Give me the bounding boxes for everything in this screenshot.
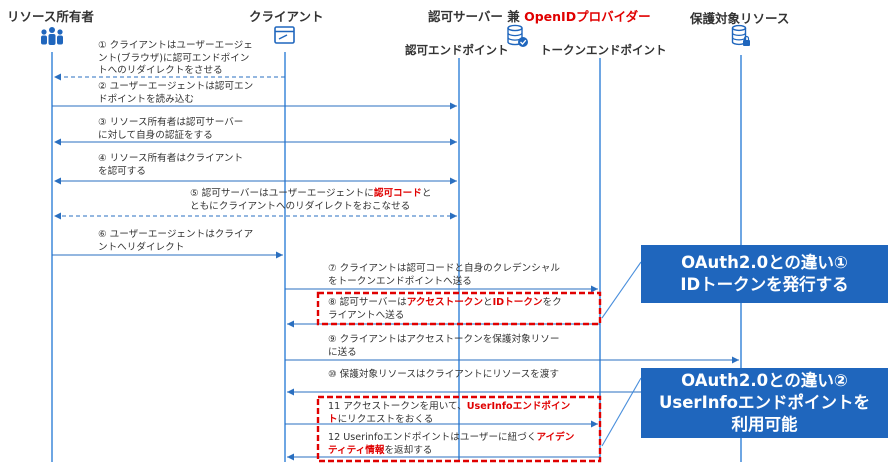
step-7-line: をトークンエンドポイントへ送る bbox=[328, 275, 472, 287]
highlight-step-8 bbox=[316, 291, 602, 326]
step-label-12: 12 Userinfoエンドポイントはユーザーに紐づくアイデン ティティ情報を返… bbox=[328, 432, 574, 457]
callout-difference-2: OAuth2.0との違い② UserInfoエンドポイントを 利用可能 bbox=[641, 368, 888, 438]
step-label-3: ③ リソース所有者は認可サーバー に対して自身の認証をする bbox=[98, 117, 243, 142]
step-12-text: 12 Userinfoエンドポイントはユーザーに紐づく bbox=[328, 432, 537, 443]
step-12-highlight: アイデン bbox=[536, 432, 575, 443]
step-2-line: ドポイントを読み込む bbox=[98, 93, 194, 105]
step-label-1: ① クライアントはユーザーエージェ ント(ブラウザ)に認可エンドポイン トへのリ… bbox=[98, 40, 253, 78]
lane-title-client: クライアント bbox=[249, 9, 324, 24]
callout-2-line: 利用可能 bbox=[731, 415, 798, 434]
step-8-highlight: アクセストークン bbox=[406, 297, 483, 308]
step-8-text: ⑧ 認可サーバーは bbox=[328, 297, 407, 308]
people-icon bbox=[41, 27, 63, 45]
server-title-prefix: 認可サーバー 兼 bbox=[428, 9, 525, 24]
step-9-line: に送る bbox=[328, 346, 357, 358]
lane-title-server: 認可サーバー 兼 OpenIDプロバイダー bbox=[428, 6, 651, 25]
step-5-highlight: 認可コード bbox=[373, 188, 422, 199]
step-label-6: ⑥ ユーザーエージェントはクライア ントへリダイレクト bbox=[98, 229, 253, 254]
step-6-line: ⑥ ユーザーエージェントはクライア bbox=[98, 229, 254, 240]
browser-window-icon bbox=[274, 26, 295, 44]
step-label-8: ⑧ 認可サーバーはアクセストークンとIDトークンをク ライアントへ送る bbox=[328, 297, 562, 322]
step-8-highlight: IDトークン bbox=[492, 297, 543, 308]
step-12-highlight: ティティ情報 bbox=[328, 444, 385, 456]
step-10-line: ⑩ 保護対象リソースはクライアントにリソースを渡す bbox=[328, 369, 559, 380]
step-5-text: ⑤ 認可サーバーはユーザーエージェントに bbox=[190, 188, 374, 199]
callout-2-line: UserInfoエンドポイントを bbox=[659, 393, 870, 412]
highlight-step-11-12 bbox=[316, 395, 602, 463]
step-1-line: ① クライアントはユーザーエージェ bbox=[98, 40, 253, 51]
step-label-5: ⑤ 認可サーバーはユーザーエージェントに認可コードと ともにクライアントへのリダ… bbox=[190, 188, 431, 213]
step-5-text: と bbox=[421, 188, 432, 199]
step-1-line: ント(ブラウザ)に認可エンドポイン bbox=[98, 52, 250, 64]
lane-title-protected: 保護対象リソース bbox=[690, 11, 790, 26]
step-3-line: ③ リソース所有者は認可サーバー bbox=[98, 117, 244, 128]
callout-2-line: OAuth2.0との違い② bbox=[681, 371, 848, 390]
step-label-9: ⑨ クライアントはアクセストークンを保護対象リソー に送る bbox=[328, 334, 559, 359]
step-label-2: ② ユーザーエージェントは認可エン ドポイントを読み込む bbox=[98, 81, 253, 106]
callout-1-line: OAuth2.0との違い① bbox=[681, 253, 848, 272]
step-7-line: ⑦ クライアントは認可コードと自身のクレデンシャル bbox=[328, 263, 560, 274]
step-4-line: を認可する bbox=[98, 165, 146, 177]
callout-connector-1 bbox=[601, 261, 642, 319]
step-3-line: に対して自身の認証をする bbox=[98, 129, 213, 141]
callout-1-line: IDトークンを発行する bbox=[680, 275, 849, 294]
callout-connector-2 bbox=[601, 377, 642, 447]
lane-title-authz-endpoint: 認可エンドポイント bbox=[405, 43, 509, 57]
step-6-line: ントへリダイレクト bbox=[98, 241, 185, 253]
step-11-highlight: UserInfoエンドポイン bbox=[466, 401, 571, 412]
database-lock-icon bbox=[731, 24, 750, 46]
step-11-text: にリクエストをおくる bbox=[337, 413, 434, 425]
step-label-4: ④ リソース所有者はクライアント を認可する bbox=[98, 153, 243, 178]
step-1-line: トへのリダイレクトをさせる bbox=[98, 65, 223, 76]
step-11-highlight: ト bbox=[328, 413, 338, 425]
step-4-line: ④ リソース所有者はクライアント bbox=[98, 153, 244, 164]
server-title-accent: OpenIDプロバイダー bbox=[524, 9, 651, 24]
lane-title-owner: リソース所有者 bbox=[7, 9, 94, 24]
step-5-line: ともにクライアントへのリダイレクトをおこなせる bbox=[190, 200, 411, 212]
step-8-text: をク bbox=[542, 297, 562, 308]
step-label-11: 11 アクセストークンを用いて、UserInfoエンドポイン トにリクエストをお… bbox=[328, 401, 570, 426]
step-label-7: ⑦ クライアントは認可コードと自身のクレデンシャル をトークンエンドポイントへ送… bbox=[328, 263, 560, 288]
database-check-icon bbox=[507, 24, 528, 47]
step-label-10: ⑩ 保護対象リソースはクライアントにリソースを渡す bbox=[328, 369, 559, 382]
step-8-text: と bbox=[483, 297, 493, 308]
step-2-line: ② ユーザーエージェントは認可エン bbox=[98, 81, 254, 92]
step-8-line: ライアントへ送る bbox=[328, 309, 405, 321]
step-12-text: を返却する bbox=[384, 444, 433, 456]
callout-difference-1: OAuth2.0との違い① IDトークンを発行する bbox=[641, 245, 888, 303]
step-11-text: 11 アクセストークンを用いて、 bbox=[328, 401, 467, 412]
lane-title-token-endpoint: トークンエンドポイント bbox=[540, 43, 667, 57]
step-9-line: ⑨ クライアントはアクセストークンを保護対象リソー bbox=[328, 334, 560, 345]
